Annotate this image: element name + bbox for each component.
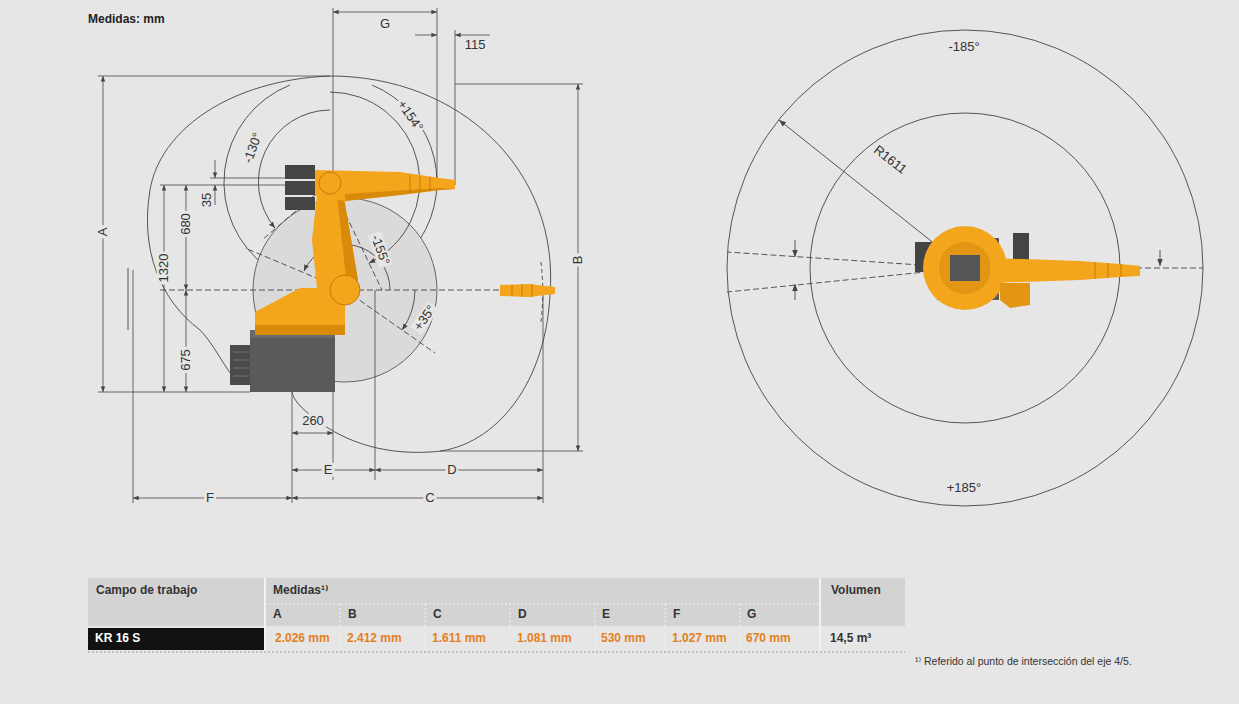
table-header: E bbox=[601, 608, 611, 621]
dimension-value: 680 bbox=[179, 211, 193, 237]
dimension-value: 35 bbox=[200, 191, 214, 209]
dimension-letter: G bbox=[378, 17, 392, 31]
dimension-letter: C bbox=[423, 491, 436, 505]
dimension-value: 115 bbox=[463, 38, 488, 52]
table-header: Volumen bbox=[830, 584, 882, 597]
dimension-lines bbox=[98, 8, 583, 503]
dimension-letter: E bbox=[322, 463, 335, 477]
table-cell: 1.027 mm bbox=[672, 632, 727, 645]
angle-label: -185° bbox=[946, 40, 981, 54]
table-header: A bbox=[272, 608, 283, 621]
table-cell: 670 mm bbox=[746, 632, 791, 645]
table-cell: 2.412 mm bbox=[347, 632, 402, 645]
table-cell: 14,5 m³ bbox=[830, 632, 871, 645]
table-cell: 2.026 mm bbox=[275, 632, 330, 645]
table-header: Medidas¹⁾ bbox=[272, 584, 329, 597]
drawing-title: Medidas: mm bbox=[88, 13, 165, 26]
table-cell: 530 mm bbox=[601, 632, 646, 645]
robot-top-view bbox=[915, 226, 1140, 310]
angle-label: +154° bbox=[393, 96, 427, 136]
table-cell: 1.081 mm bbox=[517, 632, 572, 645]
angle-label: -130° bbox=[240, 129, 265, 167]
footnote: ¹⁾ Referido al punto de intersección del… bbox=[915, 656, 1132, 668]
table-header: G bbox=[746, 608, 757, 621]
radius-label: R1611 bbox=[869, 142, 910, 179]
dimension-letter: B bbox=[571, 254, 585, 267]
top-view bbox=[727, 30, 1203, 506]
angle-label: -155° bbox=[367, 231, 392, 269]
dimension-value: 1320 bbox=[157, 252, 171, 285]
dimension-letter: F bbox=[204, 491, 216, 505]
table-header: C bbox=[432, 608, 443, 621]
table-header: B bbox=[347, 608, 358, 621]
angle-label: +185° bbox=[945, 481, 983, 495]
dimension-value: 260 bbox=[300, 414, 326, 428]
table-header: F bbox=[672, 608, 681, 621]
table-header: Campo de trabajo bbox=[95, 584, 198, 597]
table-cell: 1.611 mm bbox=[432, 632, 486, 645]
workspace-table bbox=[88, 578, 905, 652]
table-row-name: KR 16 S bbox=[95, 632, 140, 645]
table-header: D bbox=[517, 608, 528, 621]
dimension-letter: D bbox=[445, 463, 458, 477]
robot-side-view bbox=[230, 165, 555, 392]
angle-arcs bbox=[160, 92, 505, 353]
work-envelope bbox=[128, 76, 551, 452]
dimension-value: 675 bbox=[179, 347, 193, 373]
dimension-letter: A bbox=[96, 226, 110, 239]
angle-label: +35° bbox=[410, 301, 440, 335]
